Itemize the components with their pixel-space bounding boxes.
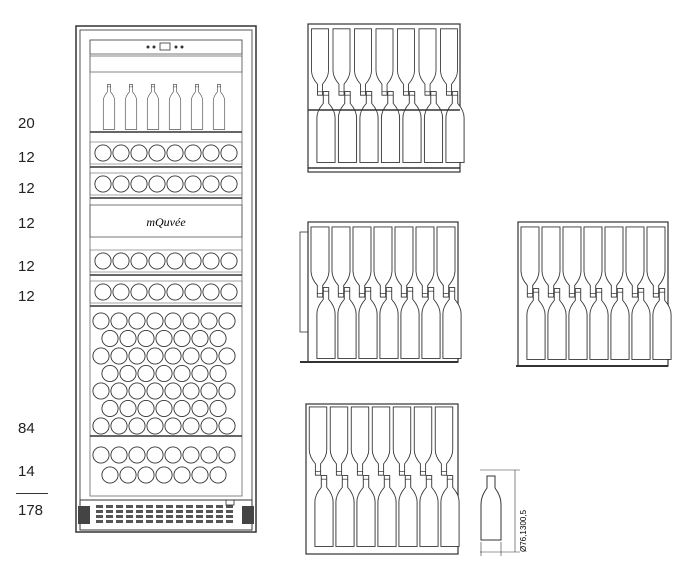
ventilation-grille: [96, 505, 233, 523]
wine-cabinet-front: mQuvée: [75, 25, 257, 533]
shelf-count-3: 12: [18, 180, 35, 197]
shelf-row-3: [89, 172, 243, 196]
bottle-diameter-label: Ø76,1: [519, 530, 528, 552]
shelf-count-6: 12: [18, 288, 35, 305]
total-count: 178: [18, 502, 44, 519]
sliding-shelf-view: [299, 221, 462, 363]
upright-shelf-view: [307, 23, 465, 173]
total-divider: [16, 493, 48, 494]
bulk-stack: [92, 312, 236, 435]
fixed-shelf-view: [516, 221, 672, 367]
shelf-count-7: 84: [18, 420, 35, 437]
shelf-count-5: 12: [18, 258, 35, 275]
shelf-count-4: 12: [18, 215, 35, 232]
shelf-count-8: 14: [18, 463, 35, 480]
shelf-row-5: [89, 249, 243, 273]
bottle-dimensions: 300,5 Ø76,1: [480, 469, 528, 556]
shelf-count-1: 20: [18, 115, 35, 132]
bottle-height-label: 300,5: [519, 509, 528, 530]
shelf-row-6: [89, 280, 243, 304]
shelf-count-2: 12: [18, 149, 35, 166]
brand-logo: mQuvée: [146, 215, 186, 229]
shelf-row-2: [89, 141, 243, 165]
stacked-storage-view: [305, 403, 460, 555]
